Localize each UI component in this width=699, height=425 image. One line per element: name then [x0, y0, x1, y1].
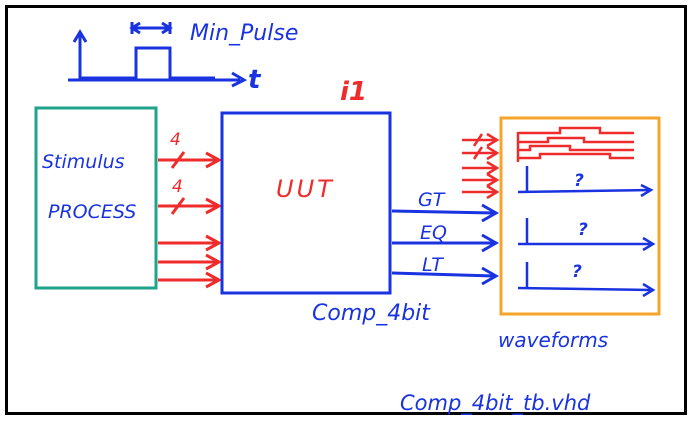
pulse-sketch	[68, 21, 248, 88]
gt-unknown-mark: ?	[574, 171, 584, 191]
eq-wave-arrowhead	[642, 236, 656, 252]
pulse-width-arrow-right	[161, 21, 173, 35]
trace-in-arrowhead-1	[486, 132, 500, 148]
pulse-axis-arrowhead	[72, 29, 88, 43]
wave-red-1	[518, 126, 634, 135]
stimulus-label: Stimulus	[42, 151, 125, 173]
bus-slash-b	[170, 197, 186, 215]
gt-arrow	[391, 209, 495, 215]
uut-label: UUT	[276, 175, 335, 203]
gt-wave-line	[517, 188, 651, 194]
input-arrows	[158, 151, 223, 289]
trace-in-arrowhead-4	[486, 172, 500, 188]
input-arrowhead-c	[205, 234, 223, 252]
trace-in-arrowhead-3	[486, 160, 500, 176]
output-arrows	[391, 203, 500, 286]
pulse-waveform	[80, 46, 215, 80]
bus-width-label-b: 4	[172, 177, 183, 197]
wave-red-4	[518, 152, 634, 160]
eq-unknown-mark: ?	[578, 220, 588, 240]
process-label: PROCESS	[48, 201, 136, 223]
trace-in-slash-2	[472, 146, 484, 160]
bus-slash-a	[170, 151, 186, 169]
trace-in-arrowhead-2	[486, 145, 500, 161]
input-arrowhead-a	[205, 151, 223, 169]
waveforms-label: waveforms	[498, 328, 608, 352]
stimulus-process-box	[34, 106, 158, 290]
time-axis-label: t	[248, 65, 262, 95]
input-arrowhead-e	[205, 271, 223, 289]
input-arrowhead-b	[205, 197, 223, 215]
gt-arrowhead	[481, 203, 500, 223]
lt-arrowhead	[481, 266, 500, 286]
gt-wave-arrowhead	[640, 183, 654, 198]
output-waveforms	[517, 166, 656, 298]
lt-unknown-mark: ?	[572, 262, 582, 282]
input-arrowhead-d	[205, 253, 223, 271]
lt-arrow	[391, 271, 495, 278]
waveform-window	[499, 116, 661, 316]
wave-red-2	[518, 136, 634, 144]
time-axis-arrowhead	[231, 71, 248, 88]
uut-box	[220, 111, 392, 295]
waveform-input-traces	[462, 126, 634, 200]
testbench-filename: Comp_4bit_tb.vhd	[400, 391, 591, 416]
bus-width-label-a: 4	[170, 130, 181, 150]
pulse-width-arrow-left	[129, 21, 141, 35]
trace-in-arrowhead-5	[486, 184, 500, 200]
gt-label: GT	[418, 189, 446, 211]
eq-arrowhead	[481, 233, 500, 253]
min-pulse-label: Min_Pulse	[190, 21, 298, 46]
trace-in-slash-1	[472, 133, 484, 147]
wave-red-3	[518, 144, 634, 152]
diagram-frame	[5, 5, 687, 415]
entity-label: Comp_4bit	[312, 301, 431, 326]
eq-label: EQ	[420, 222, 447, 244]
instance-label: i1	[340, 77, 367, 107]
lt-wave-arrowhead	[642, 282, 656, 298]
lt-label: LT	[422, 254, 444, 276]
lt-wave-line	[517, 286, 653, 292]
